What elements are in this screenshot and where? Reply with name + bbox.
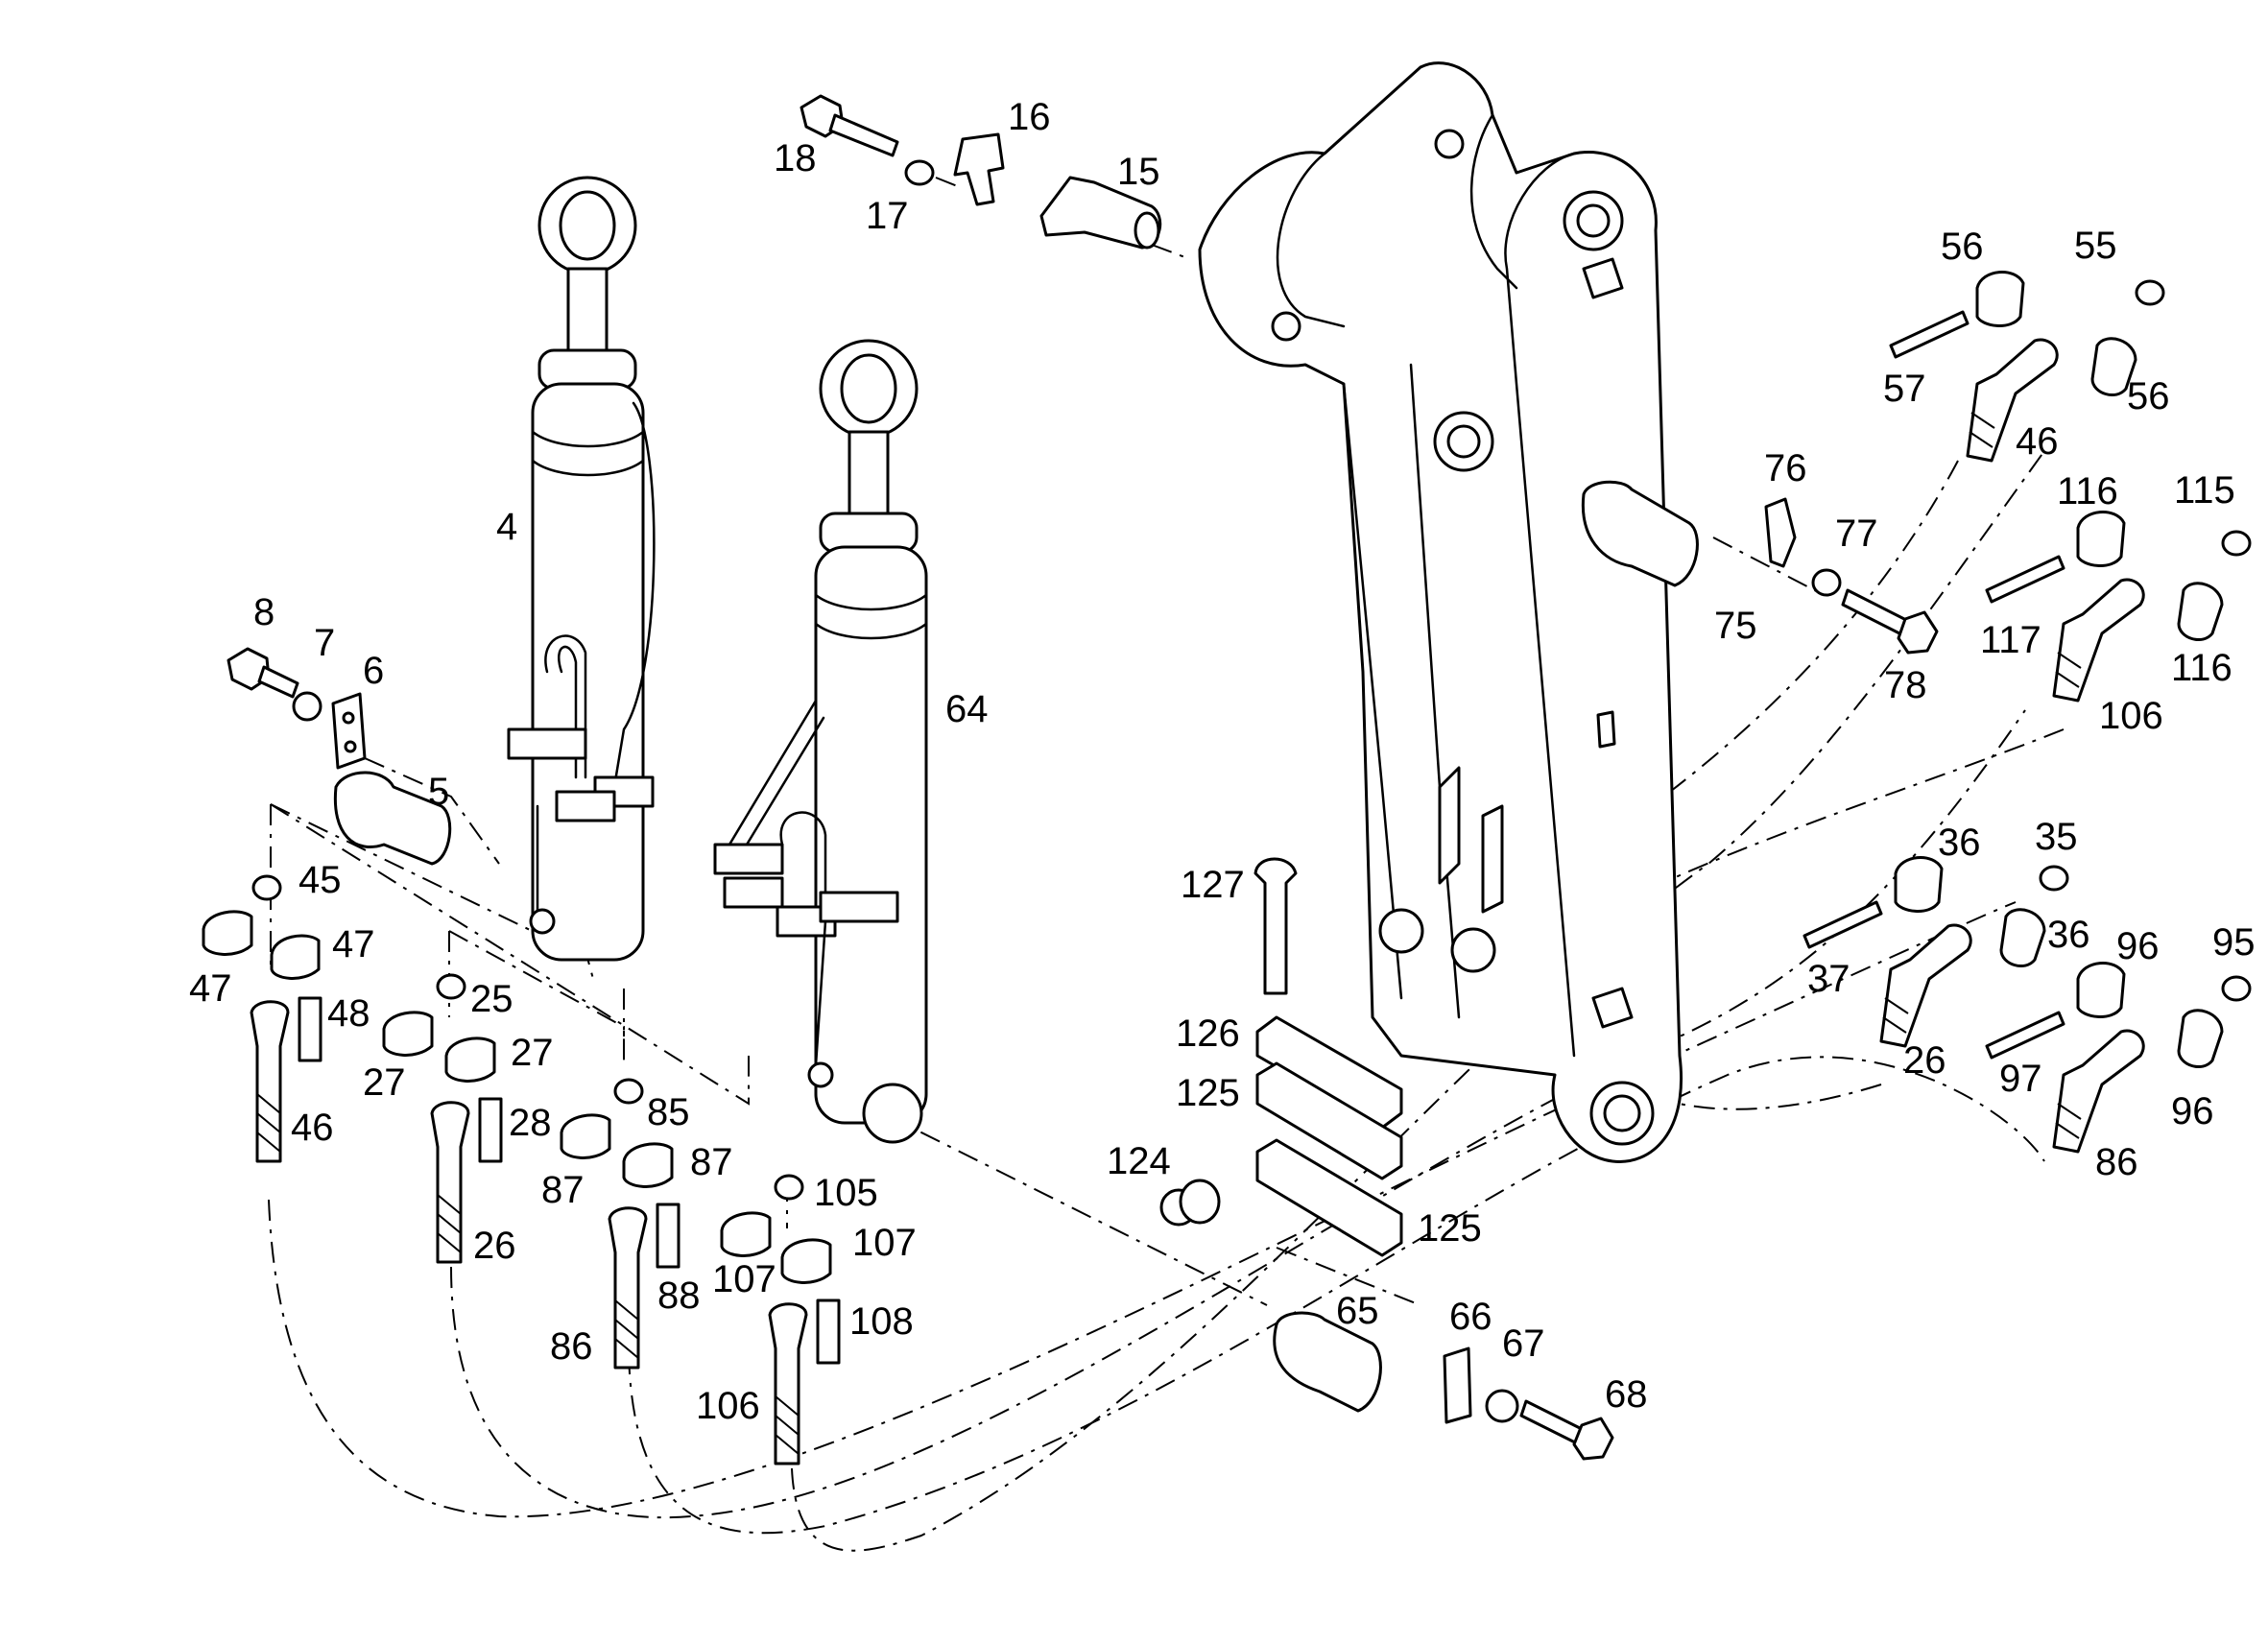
callout-87-b: 87 bbox=[690, 1141, 733, 1183]
callout-66: 66 bbox=[1449, 1296, 1492, 1338]
callout-88: 88 bbox=[657, 1275, 701, 1317]
fasteners bbox=[202, 94, 2252, 1465]
callout-105: 105 bbox=[814, 1172, 878, 1214]
callout-125-b: 125 bbox=[1418, 1207, 1482, 1250]
callout-106-a: 106 bbox=[696, 1385, 760, 1427]
callout-77: 77 bbox=[1835, 512, 1878, 555]
callout-46-a: 46 bbox=[291, 1107, 334, 1149]
callout-48: 48 bbox=[327, 992, 370, 1035]
callout-126: 126 bbox=[1176, 1013, 1240, 1055]
callout-124: 124 bbox=[1107, 1140, 1171, 1182]
callout-56-a: 56 bbox=[1941, 226, 1984, 268]
callout-26-a: 26 bbox=[473, 1225, 516, 1267]
callout-57: 57 bbox=[1883, 368, 1926, 410]
callout-107-b: 107 bbox=[852, 1222, 917, 1264]
callout-36-a: 36 bbox=[1938, 822, 1981, 864]
callout-106-b: 106 bbox=[2099, 695, 2163, 737]
callout-35: 35 bbox=[2035, 816, 2078, 858]
hydraulic-cylinder-4 bbox=[507, 176, 656, 962]
callout-97: 97 bbox=[1999, 1058, 2042, 1100]
callout-75: 75 bbox=[1714, 605, 1757, 647]
callout-95: 95 bbox=[2212, 921, 2256, 964]
callout-96-b: 96 bbox=[2171, 1090, 2214, 1132]
callout-27-a: 27 bbox=[363, 1061, 406, 1104]
callout-27-b: 27 bbox=[511, 1032, 554, 1074]
callout-16: 16 bbox=[1008, 96, 1051, 138]
callout-65: 65 bbox=[1336, 1290, 1379, 1332]
callout-18: 18 bbox=[774, 137, 817, 179]
callout-36-b: 36 bbox=[2047, 914, 2090, 956]
callout-108: 108 bbox=[849, 1300, 914, 1343]
callout-46-b: 46 bbox=[2016, 420, 2059, 463]
callout-25: 25 bbox=[470, 978, 513, 1020]
callout-47-a: 47 bbox=[189, 967, 232, 1010]
callout-55: 55 bbox=[2074, 225, 2117, 267]
callout-26-b: 26 bbox=[1903, 1039, 1946, 1082]
callout-labels: 4 5 6 7 8 15 16 17 18 25 26 26 27 27 28 … bbox=[189, 96, 2256, 1427]
callout-64: 64 bbox=[945, 688, 989, 730]
callout-67: 67 bbox=[1502, 1322, 1545, 1365]
callout-117: 117 bbox=[1980, 619, 2041, 661]
callout-87-a: 87 bbox=[541, 1169, 585, 1211]
callout-8: 8 bbox=[253, 591, 275, 633]
callout-6: 6 bbox=[363, 650, 384, 692]
callout-45: 45 bbox=[298, 859, 342, 901]
callout-127: 127 bbox=[1181, 864, 1245, 906]
callout-76: 76 bbox=[1764, 447, 1807, 489]
hydraulic-cylinder-64 bbox=[713, 339, 928, 1144]
callout-115: 115 bbox=[2174, 469, 2235, 512]
callout-28: 28 bbox=[509, 1102, 552, 1144]
boom-bracket bbox=[1198, 61, 1683, 1163]
callout-47-b: 47 bbox=[332, 923, 375, 965]
callout-56-b: 56 bbox=[2127, 375, 2170, 417]
callout-96-a: 96 bbox=[2116, 925, 2160, 967]
callout-125-a: 125 bbox=[1176, 1072, 1240, 1114]
callout-116-b: 116 bbox=[2171, 647, 2232, 689]
callout-78: 78 bbox=[1884, 664, 1927, 706]
callout-37: 37 bbox=[1807, 958, 1850, 1000]
callout-116-a: 116 bbox=[2057, 470, 2118, 512]
callout-7: 7 bbox=[314, 622, 335, 664]
callout-4: 4 bbox=[496, 506, 517, 548]
callout-85: 85 bbox=[647, 1091, 690, 1133]
callout-5: 5 bbox=[428, 771, 449, 813]
callout-15: 15 bbox=[1117, 151, 1160, 193]
callout-86-b: 86 bbox=[2095, 1141, 2138, 1183]
callout-68: 68 bbox=[1605, 1373, 1648, 1416]
callout-86-a: 86 bbox=[550, 1325, 593, 1368]
callout-107-a: 107 bbox=[712, 1258, 776, 1300]
callout-17: 17 bbox=[866, 195, 909, 237]
